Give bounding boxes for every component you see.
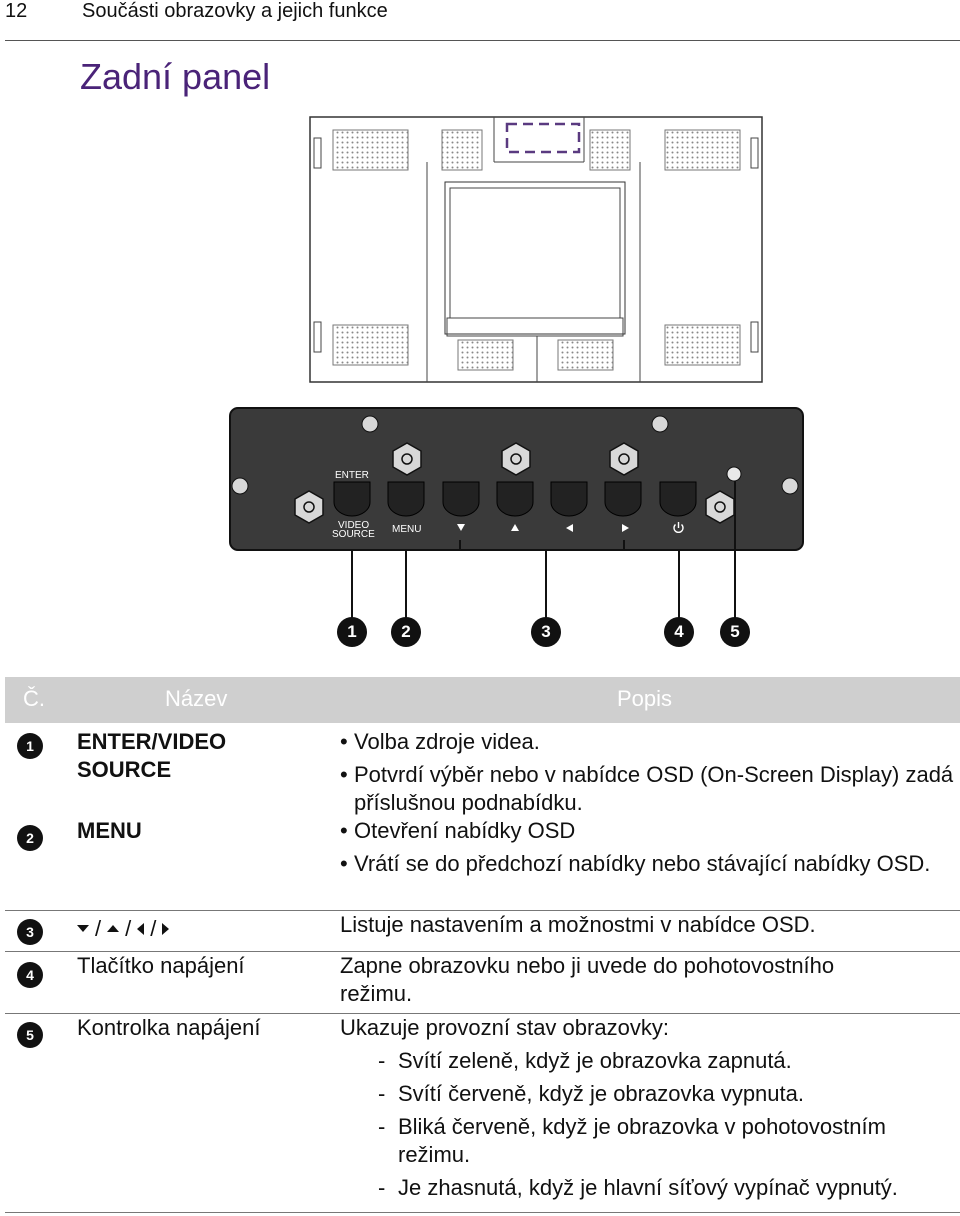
dash-item: Svítí červeně, když je obrazovka vypnuta… [340,1080,955,1108]
rear-panel-figure: ENTER VIDEO SOURCE MENU [229,116,804,618]
callout-2: 2 [391,617,421,647]
header-name: Název [165,686,228,711]
row-number-badge: 3 [17,919,43,945]
power-symbol-icon [673,522,684,533]
row-number-badge: 2 [17,825,43,851]
right-button[interactable] [604,481,642,517]
bullet-item: Vrátí se do předchozí nabídky nebo stáva… [340,850,955,878]
left-button[interactable] [550,481,588,517]
leader-lines [351,481,736,618]
menu-label: MENU [392,524,421,535]
row-number-badge: 1 [17,733,43,759]
page-header: 12 Součásti obrazovky a jejich funkce [0,0,960,41]
arrow-up-icon [107,925,120,932]
row-name: Tlačítko napájení [77,953,245,978]
monitor-rear-view [309,116,763,383]
power-button[interactable] [659,481,697,517]
table-row: 1 ENTER/VIDEO SOURCE Volba zdroje videa.… [5,723,960,821]
down-button[interactable] [442,481,480,517]
dash-item: Bliká červeně, když je obrazovka v pohot… [340,1113,955,1169]
arrow-right-icon [162,922,170,935]
arrow-up-icon [511,524,519,531]
header-divider [5,40,960,41]
bullet-item: Otevření nabídky OSD [340,817,955,845]
row-name: Kontrolka napájení [77,1015,261,1040]
callout-3: 3 [531,617,561,647]
table-row: 3 / / / Listuje nastavením a možnostmi v… [5,911,960,952]
row-name: ENTER/VIDEO SOURCE [77,729,227,782]
table-row: 5 Kontrolka napájení Ukazuje provozní st… [5,1014,960,1213]
control-panel [229,407,804,551]
row-description: Volba zdroje videa. Potvrdí výběr nebo v… [340,728,955,822]
table-row: 4 Tlačítko napájení Zapne obrazovku nebo… [5,952,960,1014]
enter-video-source-button[interactable] [333,481,371,517]
arrow-down-icon [77,925,89,932]
arrow-right-icon [622,524,629,532]
menu-button[interactable] [387,481,425,517]
arrow-left-icon [137,922,145,935]
header-desc: Popis [617,686,673,711]
callout-5: 5 [720,617,750,647]
dash-item: Je zhasnutá, když je hlavní síťový vypín… [340,1174,955,1202]
row-number-badge: 5 [17,1022,43,1048]
row-description: Listuje nastavením a možnostmi v nabídce… [340,912,816,937]
row-name: MENU [77,818,142,843]
callout-1: 1 [337,617,367,647]
header-no: Č. [23,686,45,711]
page-title: Zadní panel [80,56,271,97]
source-label: SOURCE [332,529,375,540]
power-led-icon [726,466,742,482]
bullet-item: Potvrdí výběr nebo v nabídce OSD (On-Scr… [340,761,955,817]
panel-buttons [333,481,697,517]
up-button[interactable] [496,481,534,517]
video-label: VIDEO [338,520,369,531]
table-header: Č. Název Popis [5,677,960,723]
section-title: Součásti obrazovky a jejich funkce [82,0,388,22]
row-description: Zapne obrazovku nebo ji uvede do pohotov… [340,953,835,1006]
row-description-lead: Ukazuje provozní stav obrazovky: [340,1015,669,1040]
row-name-arrows: / / / [77,911,170,943]
bullet-item: Volba zdroje videa. [340,728,955,756]
vent-grid [332,129,741,371]
row-description: Ukazuje provozní stav obrazovky: Svítí z… [340,1014,955,1207]
dash-item: Svítí zeleně, když je obrazovka zapnutá. [340,1047,955,1075]
arrow-glyphs [457,522,684,533]
table-row: 2 MENU Otevření nabídky OSD Vrátí se do … [5,817,960,911]
arrow-left-icon [566,524,573,532]
row-description: Otevření nabídky OSD Vrátí se do předcho… [340,817,955,883]
arrow-down-icon [457,524,465,531]
enter-label: ENTER [335,470,369,481]
page-number: 12 [5,0,28,22]
row-number-badge: 4 [17,962,43,988]
callout-4: 4 [664,617,694,647]
